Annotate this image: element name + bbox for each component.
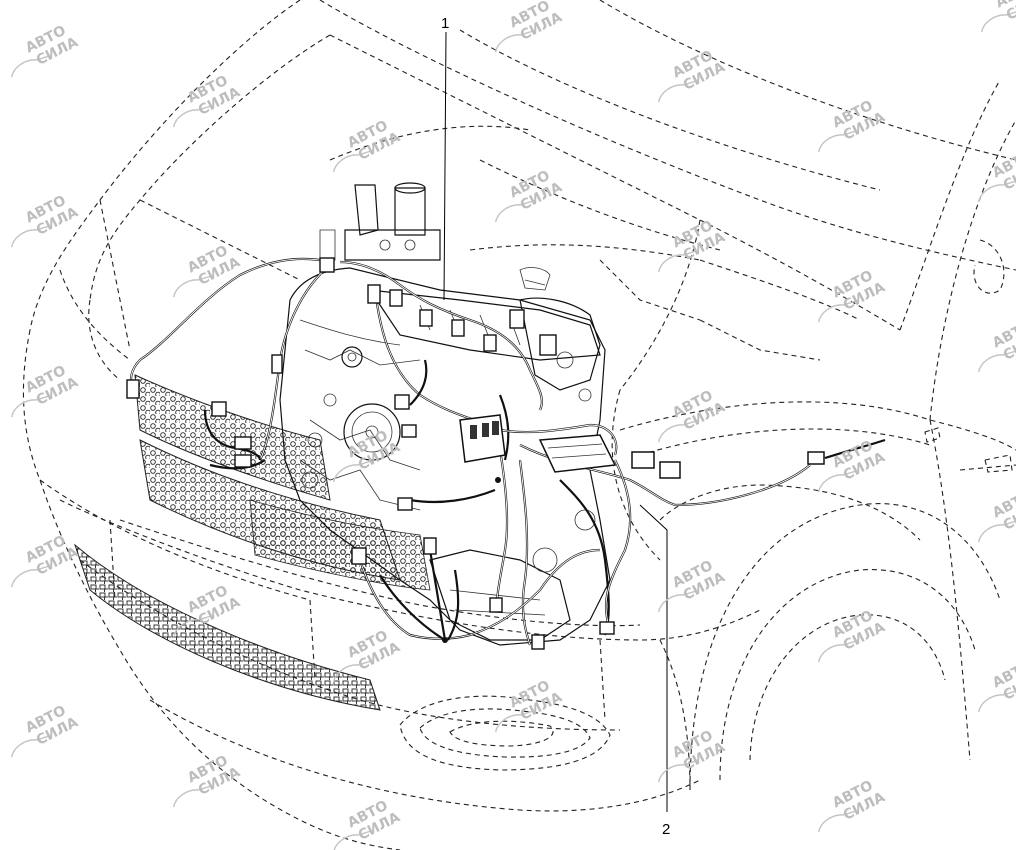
car-logo-icon xyxy=(10,225,49,248)
car-logo-icon xyxy=(657,250,696,273)
watermark: АВТО СИЛА xyxy=(332,118,403,173)
watermark: АВТО СИЛА xyxy=(977,488,1016,543)
car-logo-icon xyxy=(657,420,696,443)
watermark: АВТО СИЛА xyxy=(657,388,728,443)
car-logo-icon xyxy=(332,460,371,483)
watermark: АВТО СИЛА xyxy=(172,753,243,808)
car-logo-icon xyxy=(494,200,533,223)
engine-block xyxy=(279,182,611,646)
car-logo-icon xyxy=(332,830,371,850)
watermark: АВТО СИЛА xyxy=(494,168,565,223)
watermark: АВТО СИЛА xyxy=(10,533,81,588)
watermark-text-top: АВТО xyxy=(993,0,1016,11)
car-logo-icon xyxy=(817,470,856,493)
callout-label-1: 1 xyxy=(441,15,449,32)
watermark: АВТО СИЛА xyxy=(332,428,403,483)
watermark: АВТО СИЛА xyxy=(172,73,243,128)
car-logo-icon xyxy=(817,300,856,323)
car-logo-icon xyxy=(817,130,856,153)
car-logo-icon xyxy=(977,350,1016,373)
car-logo-icon xyxy=(657,760,696,783)
car-logo-icon xyxy=(172,275,211,298)
lower-grille xyxy=(73,543,381,711)
car-logo-icon xyxy=(172,615,211,638)
watermark: АВТО СИЛА xyxy=(817,608,888,663)
callout-label-2: 2 xyxy=(662,821,670,838)
watermark: АВТО СИЛА xyxy=(10,363,81,418)
car-logo-icon xyxy=(977,690,1016,713)
watermark: АВТО СИЛА xyxy=(332,798,403,850)
watermark: АВТО СИЛА xyxy=(172,243,243,298)
watermark: АВТО СИЛА xyxy=(977,148,1016,203)
car-logo-icon xyxy=(980,10,1016,33)
watermark: АВТО СИЛА xyxy=(657,728,728,783)
car-logo-icon xyxy=(494,30,533,53)
callout-leader-1 xyxy=(443,31,447,301)
front-grille xyxy=(134,374,431,591)
car-logo-icon xyxy=(817,640,856,663)
car-logo-icon xyxy=(817,810,856,833)
car-logo-icon xyxy=(977,180,1016,203)
callout-leader-2 xyxy=(639,504,668,812)
car-logo-icon xyxy=(332,150,371,173)
watermark: АВТО СИЛА xyxy=(977,658,1016,713)
watermark: АВТО СИЛА xyxy=(657,48,728,103)
watermark: АВТО СИЛА xyxy=(494,678,565,733)
car-logo-icon xyxy=(657,590,696,613)
watermark: АВТО СИЛА xyxy=(817,98,888,153)
watermark: АВТО СИЛА xyxy=(10,23,81,78)
watermark: АВТО СИЛА xyxy=(817,778,888,833)
car-logo-icon xyxy=(172,785,211,808)
car-logo-icon xyxy=(172,105,211,128)
car-body-outline xyxy=(22,0,1016,850)
watermark: АВТО СИЛА xyxy=(657,558,728,613)
watermark: АВТО СИЛА xyxy=(10,703,81,758)
watermark: АВТО СИЛА xyxy=(980,0,1016,33)
car-logo-icon xyxy=(977,520,1016,543)
car-logo-icon xyxy=(10,55,49,78)
car-logo-icon xyxy=(10,735,49,758)
watermark: АВТО СИЛА xyxy=(977,318,1016,373)
watermark: АВТО СИЛА xyxy=(817,438,888,493)
car-logo-icon xyxy=(10,565,49,588)
car-logo-icon xyxy=(494,710,533,733)
watermark: АВТО СИЛА xyxy=(494,0,565,53)
car-logo-icon xyxy=(332,660,371,683)
car-logo-icon xyxy=(657,80,696,103)
connectors xyxy=(126,257,825,650)
watermark: АВТО СИЛА xyxy=(817,268,888,323)
car-logo-icon xyxy=(10,395,49,418)
